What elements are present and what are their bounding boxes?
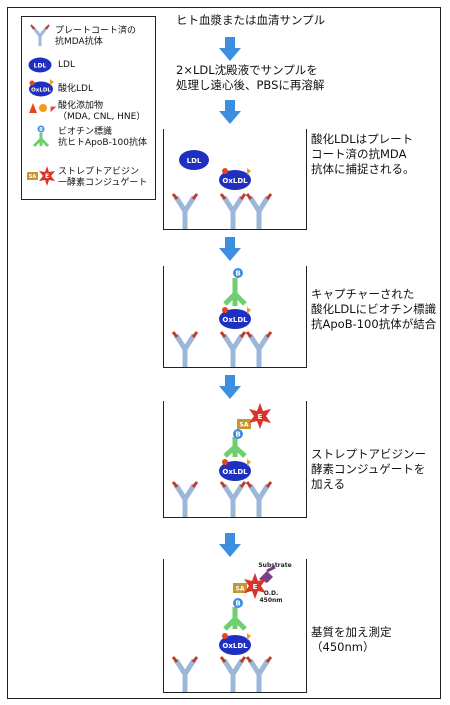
legend-streptavidin-label: ストレプトアビジン 一酵素コンジュゲート (58, 167, 148, 188)
captured-oxldl-label: OxLDL (222, 642, 248, 650)
captured-oxldl-label: OxLDL (222, 468, 248, 476)
captured-oxldl-label: OxLDL (222, 177, 248, 185)
captured-oxldl-particle: OxLDL (219, 307, 251, 329)
step-3-text: 酸化LDLはプレート コート済の抗MDA 抗体に捕捉される。 (311, 132, 415, 176)
legend-biotin-antibody-label: ビオチン標識 抗ヒトApoB-100抗体 (58, 127, 147, 148)
plate-antibody-icon (30, 24, 50, 46)
sa-label: SA (240, 422, 249, 429)
plate-antibody-middle (219, 481, 247, 517)
step-6-text: 基質を加え測定 （450nm） (311, 625, 392, 654)
legend-oxldl-label: 酸化LDL (58, 84, 93, 94)
plate-antibody-right (245, 331, 273, 367)
biotin-icon-label: B (39, 127, 43, 133)
free-ldl-particle: LDL (179, 150, 209, 170)
free-ldl-label: LDL (187, 157, 202, 165)
sa-icon-label: SA (29, 174, 37, 180)
plate-antibody-right (245, 193, 273, 229)
legend-box: プレートコート済の 抗MDA抗体 LDL LDL OxLDL 酸化LDL 酸化添… (21, 16, 156, 200)
step-4-text: キャプチャーされた 酸化LDLにビオチン標識 抗ApoB-100抗体が結合 (311, 287, 437, 331)
step-5-text: ストレプトアビジンー 酵素コンジュゲートを 加える (311, 447, 426, 491)
sa-enzyme-conjugate: SA E (237, 403, 271, 429)
plate-antibody-middle (219, 331, 247, 367)
well-4-contents: B OxLDL (171, 268, 273, 367)
plate-antibody-middle (219, 193, 247, 229)
biotin-antibody-icon: B (32, 125, 50, 148)
biotin-antibody: B (223, 429, 247, 458)
e-icon-label: E (45, 173, 49, 180)
diagram-frame (7, 7, 441, 699)
plate-antibody-left (171, 656, 199, 692)
well-5-contents: SA E B OxLDL (171, 403, 273, 517)
ldl-icon-label: LDL (34, 63, 47, 70)
captured-oxldl-particle: OxLDL (219, 633, 251, 655)
plate-antibody-left (171, 481, 199, 517)
captured-oxldl-label: OxLDL (222, 316, 248, 324)
legend-plate-antibody-label: プレートコート済の 抗MDA抗体 (55, 26, 137, 47)
step-2-text: 2×LDL沈殿液でサンプルを 処理し遠心後、PBSに再溶解 (176, 63, 325, 92)
ldl-icon: LDL (28, 57, 52, 73)
legend-ldl-label: LDL (58, 60, 75, 70)
enzyme-label: E (253, 583, 258, 591)
well-6-contents: Substrate O.D. 450nm SA E B OxLDL (171, 562, 292, 692)
down-arrow-2 (219, 100, 241, 124)
wavelength-label: 450nm (259, 597, 282, 604)
captured-oxldl-particle: OxLDL (219, 168, 251, 190)
legend-adduct-label: 酸化添加物 （MDA, CNL, HNE） (58, 101, 146, 122)
down-arrow-4 (219, 375, 241, 399)
substrate-label: Substrate (258, 562, 291, 569)
down-arrow-5 (219, 533, 241, 557)
well-3-contents: LDL OxLDL (171, 150, 273, 229)
plate-antibody-right (245, 481, 273, 517)
adduct-icon (29, 103, 57, 113)
sa-enzyme-conjugate: SA E (233, 573, 266, 599)
plate-antibody-left (171, 331, 199, 367)
step-1-text: ヒト血漿または血清サンプル (176, 13, 326, 27)
sa-enzyme-icon: SA E (27, 166, 55, 186)
oxldl-icon: OxLDL (29, 79, 54, 97)
sa-label: SA (236, 586, 245, 593)
biotin-antibody: B (223, 598, 247, 631)
plate-antibody-middle (219, 656, 247, 692)
biotin-antibody: B (223, 268, 247, 306)
captured-oxldl-particle: OxLDL (219, 459, 251, 481)
biotin-label: B (235, 600, 240, 608)
od-label: O.D. (264, 590, 279, 597)
down-arrow-3 (219, 237, 241, 261)
plate-antibody-right (245, 656, 273, 692)
enzyme-label: E (258, 413, 263, 421)
plate-antibody-left (171, 193, 199, 229)
down-arrow-1 (219, 37, 241, 61)
biotin-label: B (235, 431, 240, 439)
substrate: Substrate O.D. 450nm (258, 562, 291, 604)
oxldl-icon-label: OxLDL (31, 88, 51, 94)
biotin-label: B (235, 270, 240, 278)
